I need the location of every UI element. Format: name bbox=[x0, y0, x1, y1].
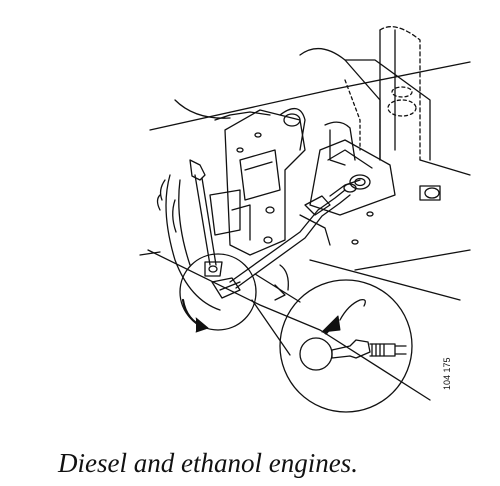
fuel-pump-housing bbox=[299, 26, 471, 176]
control-rod bbox=[189, 159, 223, 277]
throttle-lever-detail bbox=[179, 253, 257, 333]
figure-caption: Diesel and ethanol engines. bbox=[58, 448, 358, 478]
throttle-cable bbox=[229, 179, 361, 289]
magnified-detail-circle bbox=[279, 279, 413, 413]
misc-details bbox=[156, 179, 289, 301]
engine-block-outline bbox=[139, 61, 471, 401]
bracket-right bbox=[299, 139, 441, 246]
figure-number: 104 175 bbox=[442, 357, 452, 390]
pump-body bbox=[209, 108, 306, 256]
